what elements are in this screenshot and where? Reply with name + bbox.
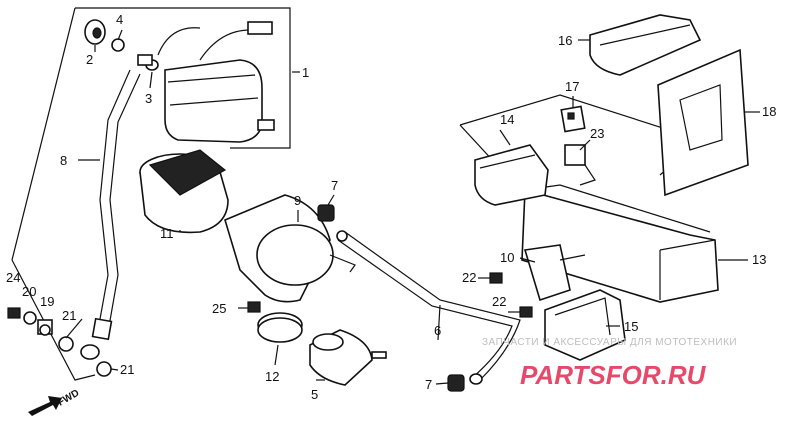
watermark-logo: PARTSFOR.RU [520,360,707,390]
part-11-filter-cup[interactable] [139,149,229,234]
part-6-vent-tube[interactable] [336,230,521,385]
part-7-clip-a[interactable] [317,204,335,222]
callout-17: 17 [565,79,579,94]
callout-14: 14 [500,112,514,127]
part-18-box[interactable] [657,48,749,197]
part-16-cover[interactable] [589,14,702,76]
callout-21-a: 21 [62,308,76,323]
part-20-washer[interactable] [23,311,37,325]
part-5-fuel-filter[interactable] [309,329,387,386]
callout-9: 9 [294,193,301,208]
part-14-bracket[interactable] [474,144,549,206]
callout-16: 16 [558,33,572,48]
callout-12: 12 [265,369,279,384]
part-21-washer-a[interactable] [58,336,74,352]
callout-20: 20 [22,284,36,299]
part-23-bracket[interactable] [564,144,596,186]
callout-21-b: 21 [120,362,134,377]
callout-5: 5 [311,387,318,402]
group-bracket-1 [75,7,291,149]
part-9-clamp-bracket[interactable] [224,194,356,303]
callout-7-b: 7 [425,377,432,392]
fwd-label: FWD [56,388,81,409]
callout-13: 13 [752,252,766,267]
part-22-nut-a[interactable] [489,272,503,284]
callout-22-b: 22 [492,294,506,309]
callout-6: 6 [434,323,441,338]
part-21-washer-b[interactable] [96,361,112,377]
callout-15: 15 [624,319,638,334]
part-1-fuel-pump[interactable] [157,21,275,143]
part-8-fuel-hose[interactable] [80,69,141,360]
callout-11: 11 [160,226,174,241]
part-13-canister[interactable] [521,184,719,303]
callout-4: 4 [116,12,123,27]
part-15-tray[interactable] [544,289,626,361]
callout-18: 18 [762,104,776,119]
part-25-bolt[interactable] [247,301,261,313]
part-22-nut-b[interactable] [519,306,533,318]
part-7-clip-b[interactable] [447,374,465,392]
callout-7-a: 7 [331,178,338,193]
part-17-bracket[interactable] [560,105,586,133]
group-bracket-left [11,7,76,261]
fwd-direction-arrow: FWD [28,388,81,416]
callout-25: 25 [212,301,226,316]
part-2-cap[interactable] [84,19,106,45]
callout-10: 10 [500,250,514,265]
callout-23: 23 [590,126,604,141]
part-19-fitting[interactable] [37,319,53,336]
part-24-bolt[interactable] [7,307,21,319]
part-12-band[interactable] [257,312,303,343]
callout-1: 1 [302,65,309,80]
callout-24: 24 [6,270,20,285]
callout-2: 2 [86,52,93,67]
group-bracket-bottom [11,259,96,381]
callout-22-a: 22 [462,270,476,285]
callout-19: 19 [40,294,54,309]
part-3-fitting[interactable] [137,54,159,71]
part-4-washer[interactable] [111,38,125,52]
part-10-stay[interactable] [523,244,586,302]
leader-lines [65,29,760,385]
callout-8: 8 [60,153,67,168]
watermark-text: ЗАПЧАСТИ И АКСЕССУАРЫ ДЛЯ МОТОТЕХНИКИ [482,337,737,348]
callout-3: 3 [145,91,152,106]
